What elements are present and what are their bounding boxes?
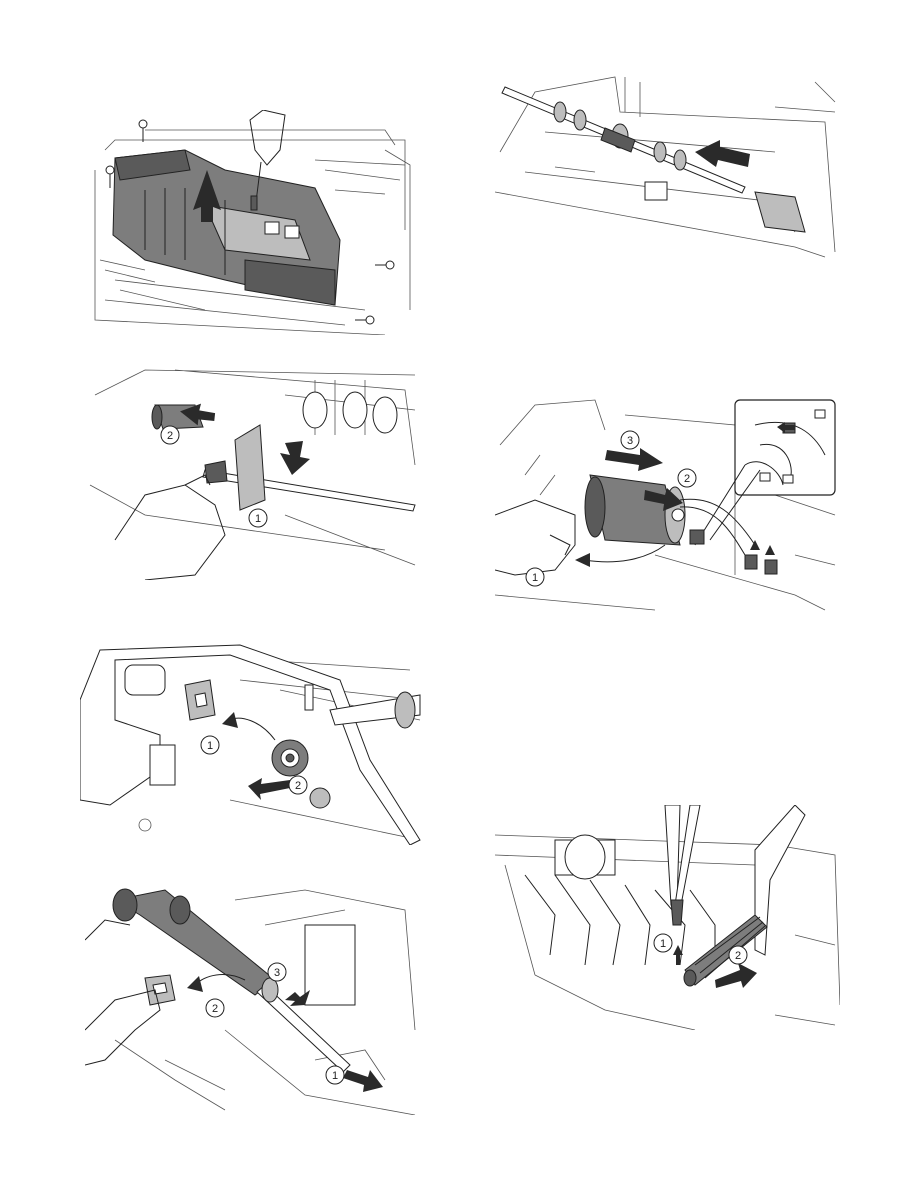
svg-text:2: 2	[735, 950, 741, 962]
callout-2: 2	[729, 946, 747, 964]
figure-brush-roller-removal: 1 2	[495, 805, 840, 1030]
svg-text:1: 1	[532, 572, 538, 584]
svg-text:2: 2	[212, 1003, 218, 1015]
svg-text:1: 1	[332, 1070, 338, 1082]
figure-harness-disconnection: 3 2 1	[495, 395, 840, 615]
figure-transport-unit-removal	[85, 110, 420, 335]
callout-1: 1	[326, 1066, 344, 1084]
callout-1: 1	[526, 568, 544, 586]
svg-text:3: 3	[274, 967, 280, 979]
callout-2: 2	[289, 776, 307, 794]
svg-text:2: 2	[295, 780, 301, 792]
svg-text:2: 2	[167, 430, 173, 442]
callout-1: 1	[201, 736, 219, 754]
figure-bearing-removal: 1 2	[80, 640, 425, 845]
figure-feed-roller-removal: 2 1	[85, 365, 420, 580]
svg-text:3: 3	[627, 435, 633, 447]
callout-3: 3	[268, 963, 286, 981]
svg-text:1: 1	[660, 938, 666, 950]
callout-1: 1	[654, 934, 672, 952]
figure-shaft-extraction: 2 3 1	[85, 880, 420, 1115]
callout-2: 2	[206, 999, 224, 1017]
callout-2: 2	[678, 469, 696, 487]
svg-text:1: 1	[255, 513, 261, 525]
svg-text:2: 2	[684, 473, 690, 485]
callout-3: 3	[621, 431, 639, 449]
figure-roller-shaft-removal	[495, 72, 840, 267]
callout-1: 1	[249, 509, 267, 527]
svg-text:1: 1	[207, 740, 213, 752]
callout-2: 2	[161, 426, 179, 444]
